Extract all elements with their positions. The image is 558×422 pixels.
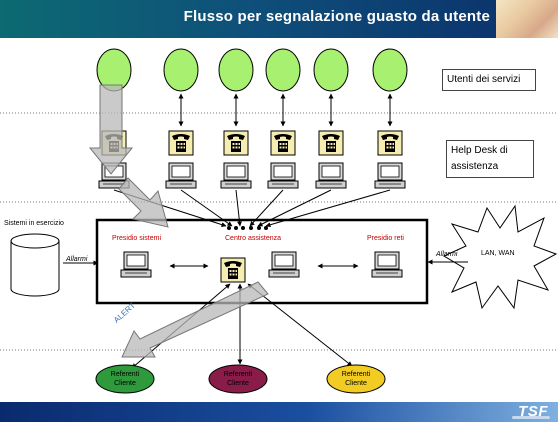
referenti-nodes xyxy=(95,364,386,394)
junction-dots xyxy=(227,226,268,230)
computer-icon xyxy=(268,251,300,278)
phone-icon xyxy=(270,130,296,156)
title-bar: Flusso per segnalazione guasto da utente xyxy=(0,0,558,38)
zone-label-helpdesk: Help Desk di assistenza xyxy=(446,140,534,178)
database-icon xyxy=(10,233,60,297)
computer-icon xyxy=(120,251,152,278)
presidio-reti-label: Presidio reti xyxy=(367,235,404,242)
phone-icon xyxy=(223,130,249,156)
referenti-label-1: Referenti Cliente xyxy=(110,371,140,387)
flow-arrows xyxy=(88,84,269,358)
logo-swoosh xyxy=(512,416,550,419)
computer-icon xyxy=(165,162,197,189)
computer-icon xyxy=(220,162,252,189)
zone-label-utenti: Utenti dei servizi xyxy=(442,69,536,91)
allarmi-left-label: Allarmi xyxy=(66,256,88,263)
user-nodes xyxy=(96,48,408,92)
phone-icon xyxy=(377,130,403,156)
phone-icon xyxy=(318,130,344,156)
network-burst-icon xyxy=(442,204,558,310)
computer-icon xyxy=(374,162,406,189)
network-label: LAN, WAN xyxy=(481,250,515,257)
page-title: Flusso per segnalazione guasto da utente xyxy=(183,8,490,25)
user-node-4 xyxy=(265,48,301,92)
user-node-3 xyxy=(218,48,254,92)
header-photo xyxy=(496,0,558,38)
referenti-node-3 xyxy=(326,364,386,394)
helpdesk-phones xyxy=(101,130,403,156)
phone-icon xyxy=(168,130,194,156)
user-node-5 xyxy=(313,48,349,92)
allarmi-right-label: Allarmi xyxy=(436,251,458,258)
presidio-sistemi-label: Presidio sistemi xyxy=(112,235,162,242)
user-node-6 xyxy=(372,48,408,92)
footer-bar: TSF xyxy=(0,402,558,422)
phone-icon xyxy=(220,257,246,283)
gray-arrow-diag xyxy=(118,177,169,228)
gray-arrow-alert xyxy=(121,281,269,358)
user-phone-links xyxy=(178,93,393,127)
referenti-node-1 xyxy=(95,364,155,394)
gray-arrow-down xyxy=(88,84,134,175)
sistemi-label: Sistemi in esercizio xyxy=(4,220,64,227)
computer-icon xyxy=(371,251,403,278)
referenti-label-3: Referenti Cliente xyxy=(341,371,371,387)
computer-icon xyxy=(267,162,299,189)
referenti-node-2 xyxy=(208,364,268,394)
helpdesk-computers xyxy=(98,162,406,189)
computer-icon xyxy=(315,162,347,189)
tsf-logo: TSF xyxy=(518,403,548,420)
user-node-2 xyxy=(163,48,199,92)
referenti-label-2: Referenti Cliente xyxy=(223,371,253,387)
centro-assistenza-label: Centro assistenza xyxy=(225,235,282,242)
